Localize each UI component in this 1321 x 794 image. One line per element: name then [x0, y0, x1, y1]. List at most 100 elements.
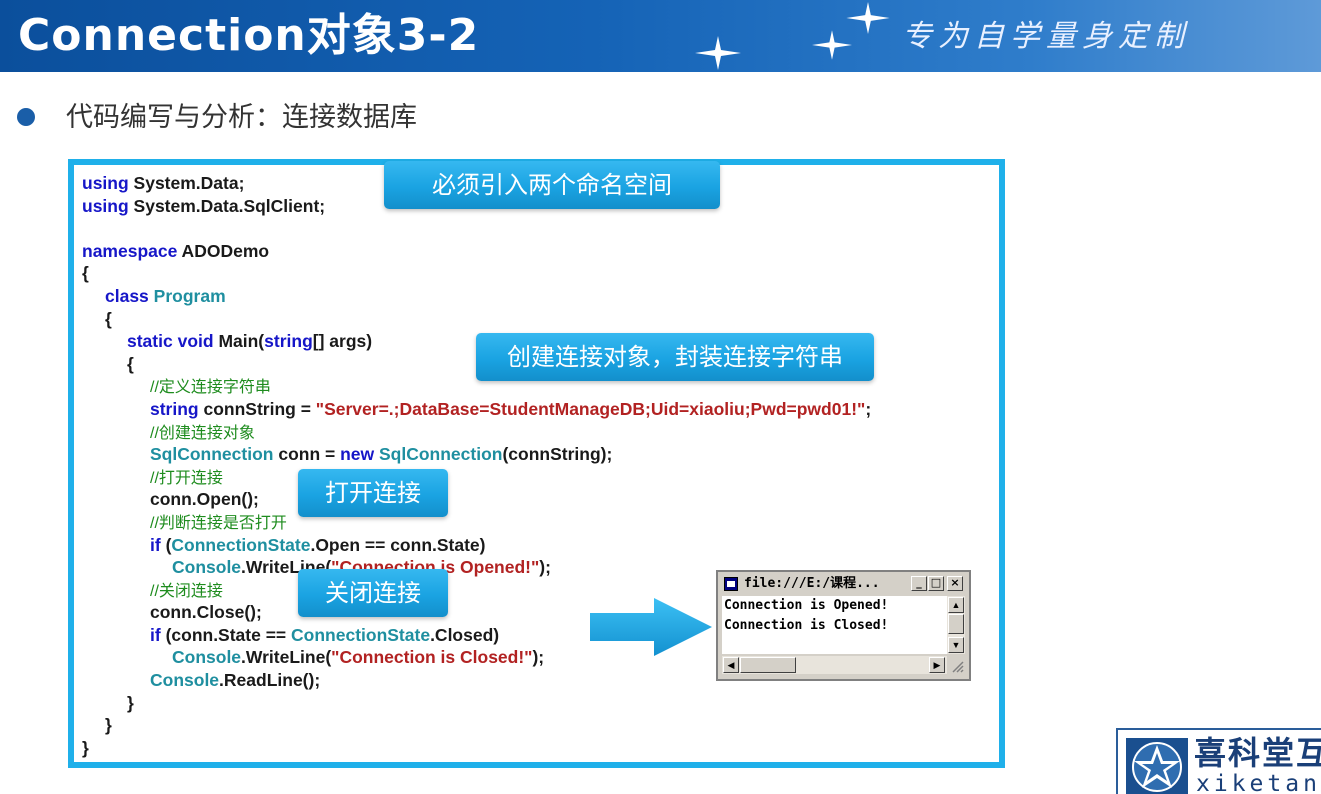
code-type: ConnectionState — [171, 534, 311, 555]
code-type: ConnectionState — [291, 624, 431, 645]
code-text: System.Data.SqlClient; — [128, 195, 326, 216]
code-text: conn.Close(); — [150, 602, 262, 623]
console-app-icon — [724, 577, 738, 591]
code-listing: using System.Data; using System.Data.Sql… — [82, 172, 871, 759]
code-text: { — [127, 353, 134, 374]
code-type: Program — [153, 285, 226, 306]
scrollbar-thumb[interactable] — [740, 657, 796, 673]
scroll-down-icon[interactable]: ▼ — [948, 637, 964, 653]
maximize-button[interactable]: □ — [928, 576, 944, 591]
code-line-blank — [82, 217, 871, 240]
code-comment: //打开连接 — [150, 469, 223, 487]
code-line: } — [82, 692, 871, 715]
scroll-up-icon[interactable]: ▲ — [948, 597, 964, 613]
code-text: { — [82, 263, 89, 284]
code-keyword: string — [264, 331, 313, 352]
code-line: //定义连接字符串 — [82, 375, 871, 398]
code-text: connString = — [198, 398, 316, 419]
console-window: file:///E:/课程... _ □ × Connection is Ope… — [716, 570, 971, 681]
code-comment: //关闭连接 — [150, 582, 223, 600]
code-line: Console.WriteLine("Connection is Closed!… — [82, 646, 871, 669]
code-text: ; — [865, 398, 872, 419]
code-keyword: new — [340, 444, 375, 465]
code-line: string connString = "Server=.;DataBase=S… — [82, 398, 871, 421]
console-title: file:///E:/课程... — [744, 576, 880, 591]
code-line: using System.Data.SqlClient; — [82, 195, 871, 218]
console-output: Connection is Opened! Connection is Clos… — [722, 596, 947, 654]
code-line: SqlConnection conn = new SqlConnection(c… — [82, 443, 871, 466]
code-line: } — [82, 737, 871, 760]
bullet-heading: 代码编写与分析：连接数据库 — [66, 102, 417, 133]
code-comment: //创建连接对象 — [150, 424, 255, 442]
code-text: ); — [539, 557, 551, 578]
code-type: Console — [172, 647, 242, 668]
brand-logo: 喜科堂互 xiketan — [1116, 728, 1321, 794]
code-comment: //定义连接字符串 — [150, 379, 271, 397]
code-keyword: if — [150, 624, 161, 645]
code-line: static void Main(string[] args) — [82, 330, 871, 353]
code-keyword: using — [82, 173, 129, 193]
code-line: } — [82, 714, 871, 737]
code-line: { — [82, 353, 871, 376]
sparkle-star-icon — [846, 2, 890, 34]
code-text: { — [105, 308, 112, 329]
code-line: //创建连接对象 — [82, 421, 871, 444]
code-keyword: using — [82, 195, 129, 216]
code-type: Console — [172, 557, 242, 578]
callout-create-connection: 创建连接对象，封装连接字符串 — [476, 333, 874, 381]
code-text: ); — [532, 647, 545, 668]
code-string: "Server=.;DataBase=StudentManageDB;Uid=x… — [315, 398, 866, 419]
scrollbar-thumb[interactable] — [948, 614, 964, 634]
code-text: conn.Open(); — [150, 489, 259, 510]
scroll-left-icon[interactable]: ◀ — [723, 657, 739, 673]
code-comment: //判断连接是否打开 — [150, 514, 287, 532]
code-text: ADODemo — [177, 240, 270, 261]
console-titlebar[interactable]: file:///E:/课程... _ □ × — [720, 574, 967, 594]
slogan: 专为自学量身定制 — [902, 19, 1190, 54]
code-string: "Connection is Closed!" — [331, 647, 533, 668]
bullet-dot — [17, 108, 35, 126]
code-text: .Closed) — [430, 624, 500, 645]
code-text: } — [105, 715, 112, 736]
scroll-right-icon[interactable]: ▶ — [929, 657, 945, 673]
code-text: Main( — [213, 331, 265, 352]
vertical-scrollbar[interactable]: ▲ ▼ — [947, 596, 965, 654]
code-line: Console.ReadLine(); — [82, 669, 871, 692]
code-text: .Open == conn.State) — [310, 534, 486, 555]
code-line: { — [82, 308, 871, 331]
callout-close-connection: 关闭连接 — [298, 569, 448, 617]
logo-name-en: xiketan — [1196, 771, 1321, 794]
code-text: ( — [160, 534, 172, 555]
horizontal-scrollbar[interactable]: ◀ ▶ — [722, 656, 947, 674]
slide-title: Connection对象3-2 — [18, 10, 480, 61]
code-panel: using System.Data; using System.Data.Sql… — [68, 159, 1005, 768]
code-line: conn.Open(); — [82, 488, 871, 511]
sparkle-star-icon — [695, 36, 741, 70]
code-text: } — [127, 692, 134, 713]
code-line: //关闭连接 — [82, 579, 871, 602]
code-text: (conn.State == — [160, 624, 292, 645]
code-keyword: if — [150, 534, 161, 555]
header-banner: Connection对象3-2 专为自学量身定制 — [0, 0, 1321, 72]
code-keyword: namespace — [82, 240, 178, 261]
code-line: { — [82, 262, 871, 285]
code-line: //打开连接 — [82, 466, 871, 489]
code-text: [] args) — [312, 331, 373, 352]
code-line: conn.Close(); — [82, 601, 871, 624]
code-keyword: static — [127, 331, 173, 352]
code-text: System.Data; — [128, 173, 245, 193]
resize-grip-icon[interactable] — [947, 656, 965, 674]
logo-name-cn: 喜科堂互 — [1194, 734, 1321, 772]
star-emblem-icon — [1126, 738, 1188, 794]
minimize-button[interactable]: _ — [911, 576, 927, 591]
right-arrow-icon — [590, 598, 712, 661]
code-text: (connString); — [502, 444, 613, 465]
console-output-line: Connection is Opened! — [724, 598, 889, 613]
code-line: using System.Data; — [82, 172, 871, 195]
code-keyword: string — [150, 398, 199, 419]
close-button[interactable]: × — [947, 576, 963, 591]
code-type: Console — [150, 670, 220, 691]
code-text: .ReadLine(); — [219, 670, 321, 691]
code-text: conn = — [273, 444, 341, 465]
code-line: class Program — [82, 285, 871, 308]
